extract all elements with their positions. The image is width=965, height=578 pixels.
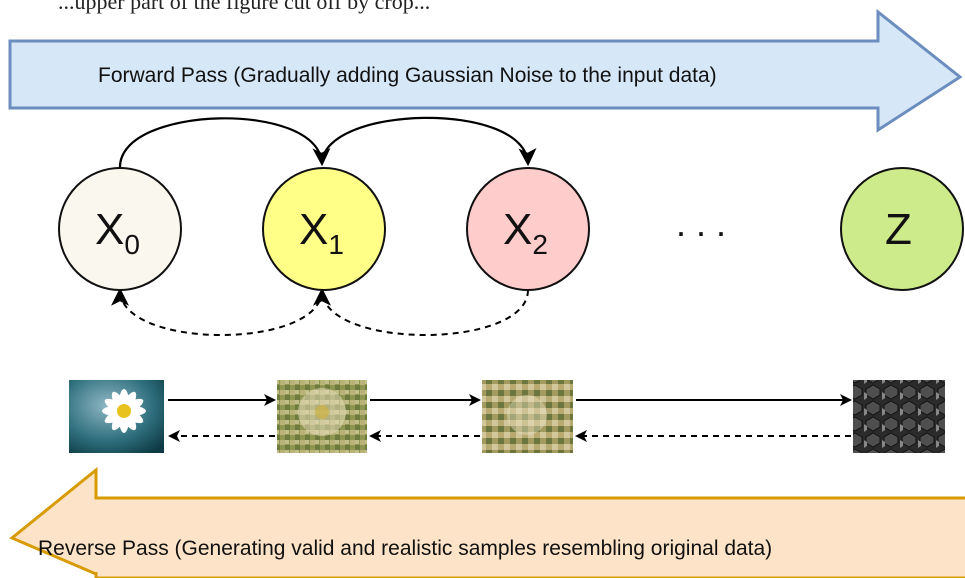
node-x1-subscript: 1 [328,229,344,260]
svg-text:X2: X2 [503,205,548,260]
ellipsis: . . . [676,203,726,244]
forward-pass-label: Forward Pass (Gradually adding Gaussian … [98,64,717,87]
reverse-arc-x1-x0 [111,287,323,336]
forward-arc-x0-x1 [118,117,331,169]
sample-image-pure-noise [853,380,945,453]
reverse-arc-x2-x1 [313,287,529,336]
sample-image-original [69,380,164,453]
sample-image-noisy-1 [277,380,367,453]
node-x0: X0 [58,167,182,291]
reverse-pass-arrow: Reverse Pass (Generating valid and reali… [9,466,965,578]
svg-text:Z: Z [885,205,912,254]
node-x0-label: X [95,205,124,254]
svg-text:X1: X1 [299,205,344,260]
node-x1-label: X [299,205,328,254]
node-x2: X2 [466,167,590,291]
forward-pass-arrow: Forward Pass (Gradually adding Gaussian … [8,8,963,133]
svg-text:X0: X0 [95,205,140,260]
node-z: Z [840,167,964,291]
node-x1: X1 [262,167,386,291]
node-x0-subscript: 0 [124,229,140,260]
cropped-top-text: ...upper part of the figure cut off by c… [58,0,431,14]
reverse-pass-label: Reverse Pass (Generating valid and reali… [38,537,772,560]
forward-arc-x1-x2 [320,116,537,167]
node-x2-subscript: 2 [532,229,548,260]
node-x2-label: X [503,205,532,254]
sample-image-noisy-2 [482,380,573,453]
node-z-label: Z [885,205,912,254]
